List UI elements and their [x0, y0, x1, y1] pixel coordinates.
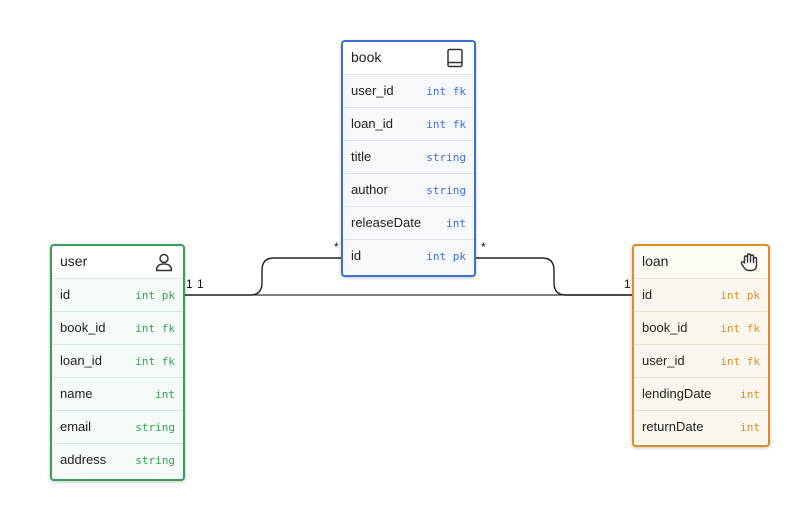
field-row[interactable]: id int pk — [52, 278, 183, 311]
field-row[interactable]: returnDate int — [634, 410, 768, 443]
field-type: int fk — [135, 355, 175, 368]
entity-header: user — [52, 246, 183, 278]
field-row[interactable]: book_id int fk — [634, 311, 768, 344]
field-name: releaseDate — [351, 215, 422, 230]
field-name: loan_id — [60, 353, 102, 368]
field-row[interactable]: loan_id int fk — [343, 107, 474, 140]
connector-user-book[interactable] — [180, 257, 345, 296]
field-row[interactable]: name int — [52, 377, 183, 410]
field-row[interactable]: book_id int fk — [52, 311, 183, 344]
field-row[interactable]: author string — [343, 173, 474, 206]
field-row[interactable]: releaseDate int — [343, 206, 474, 239]
field-row[interactable]: loan_id int fk — [52, 344, 183, 377]
field-type: int pk — [720, 289, 760, 302]
field-type: int fk — [426, 118, 466, 131]
cardinality-user-book-from: 1 — [186, 277, 193, 291]
field-name: book_id — [642, 320, 688, 335]
field-name: id — [642, 287, 653, 302]
field-type: string — [426, 151, 466, 164]
field-type: int fk — [720, 322, 760, 335]
field-type: int fk — [426, 85, 466, 98]
field-type: int — [740, 388, 760, 401]
field-row[interactable]: address string — [52, 443, 183, 476]
cardinality-user-loan-from: 1 — [197, 277, 204, 291]
cardinality-book-loan-from: * — [481, 240, 486, 254]
entity-title: book — [351, 49, 382, 65]
entity-header: loan — [634, 246, 768, 278]
entity-title: user — [60, 253, 88, 269]
field-name: address — [60, 452, 107, 467]
hand-icon — [738, 251, 760, 273]
field-row[interactable]: lendingDate int — [634, 377, 768, 410]
cardinality-user-loan-to: 1 — [624, 277, 631, 291]
field-type: int — [740, 421, 760, 434]
entity-title: loan — [642, 253, 669, 269]
field-type: int fk — [135, 322, 175, 335]
field-type: string — [426, 184, 466, 197]
field-row[interactable]: user_id int fk — [634, 344, 768, 377]
field-type: int — [155, 388, 175, 401]
field-type: string — [135, 454, 175, 467]
field-type: string — [135, 421, 175, 434]
field-row[interactable]: title string — [343, 140, 474, 173]
field-name: author — [351, 182, 388, 197]
field-type: int fk — [720, 355, 760, 368]
field-row[interactable]: email string — [52, 410, 183, 443]
field-row[interactable]: id int pk — [634, 278, 768, 311]
field-row[interactable]: user_id int fk — [343, 74, 474, 107]
field-name: loan_id — [351, 116, 393, 131]
field-name: email — [60, 419, 92, 434]
field-name: book_id — [60, 320, 106, 335]
connector-book-loan[interactable] — [471, 257, 636, 296]
field-name: user_id — [642, 353, 685, 368]
field-name: id — [60, 287, 71, 302]
field-name: user_id — [351, 83, 394, 98]
book-icon — [444, 47, 466, 69]
entity-header: book — [343, 42, 474, 74]
field-name: id — [351, 248, 362, 263]
field-type: int pk — [426, 250, 466, 263]
field-name: title — [351, 149, 372, 164]
field-row[interactable]: id int pk — [343, 239, 474, 272]
field-name: lendingDate — [642, 386, 712, 401]
field-name: name — [60, 386, 93, 401]
cardinality-user-book-to: * — [334, 240, 339, 254]
field-type: int — [446, 217, 466, 230]
field-name: returnDate — [642, 419, 704, 434]
user-icon — [153, 251, 175, 273]
field-type: int pk — [135, 289, 175, 302]
